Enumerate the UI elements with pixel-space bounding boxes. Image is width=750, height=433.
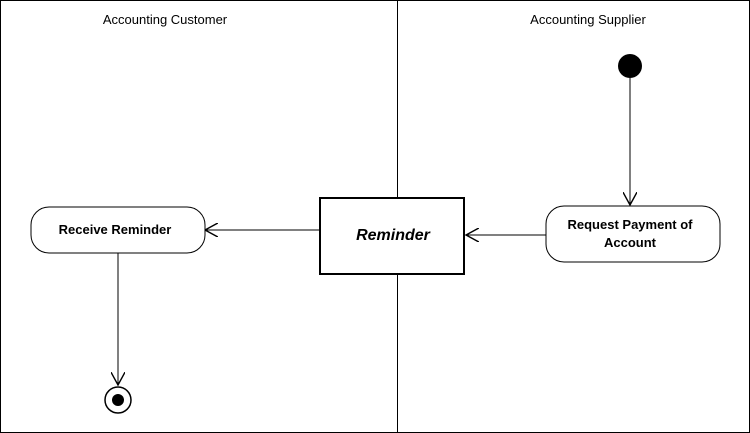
swimlane-title-customer: Accounting Customer — [103, 12, 228, 27]
action-request-payment-label-line1: Request Payment of — [568, 217, 694, 232]
action-request-payment-label-line2: Account — [604, 235, 657, 250]
action-request-payment[interactable]: Request Payment of Account — [545, 205, 721, 263]
object-node-reminder-label: Reminder — [356, 227, 431, 244]
swimlane-title-supplier: Accounting Supplier — [530, 12, 646, 27]
initial-node[interactable] — [618, 54, 642, 78]
object-node-reminder[interactable]: Reminder — [319, 197, 465, 275]
action-receive-reminder[interactable]: Receive Reminder — [30, 206, 206, 254]
activity-final-node[interactable] — [104, 386, 132, 414]
action-receive-reminder-label: Receive Reminder — [59, 222, 172, 237]
